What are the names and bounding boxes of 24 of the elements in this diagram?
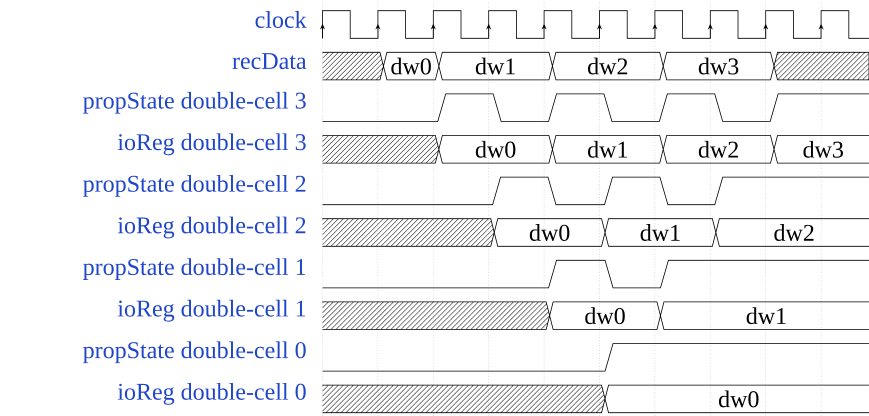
bus-value-segment: dw0 (604, 384, 869, 414)
bus-value-segment: dw0 (438, 135, 553, 164)
signal-name: propState double-cell 2 (83, 175, 306, 197)
bus-value-segment: dw2 (662, 135, 774, 164)
bus-value-segment: dw1 (438, 52, 553, 80)
bus-value-segment: dw3 (662, 52, 774, 80)
bus-value-segment: dw0 (549, 302, 661, 330)
signal-name: clock (256, 11, 307, 28)
bus-value-segment: dw2 (552, 52, 664, 80)
bus-value-segment: dw1 (604, 218, 716, 247)
bus-value-segment: dw0 (494, 218, 606, 247)
bus-value-segment: dw3 (774, 135, 869, 164)
signal-name: ioReg double-cell 1 (118, 300, 306, 322)
signal-name: ioReg double-cell 3 (118, 133, 306, 156)
bus-value-segment: dw0 (383, 52, 440, 80)
signal-name: ioReg double-cell 2 (118, 216, 306, 238)
signal-name: propState double-cell 0 (83, 341, 306, 364)
bus-value-segment: dw1 (552, 135, 664, 164)
signal-name: recData (232, 53, 306, 70)
signal-name: propState double-cell 3 (83, 92, 306, 114)
signal-name: propState double-cell 1 (83, 258, 306, 280)
bus-value-segment: dw2 (715, 218, 869, 247)
signal-name: ioReg double-cell 0 (118, 382, 306, 405)
bus-value-segment: dw1 (660, 302, 869, 330)
